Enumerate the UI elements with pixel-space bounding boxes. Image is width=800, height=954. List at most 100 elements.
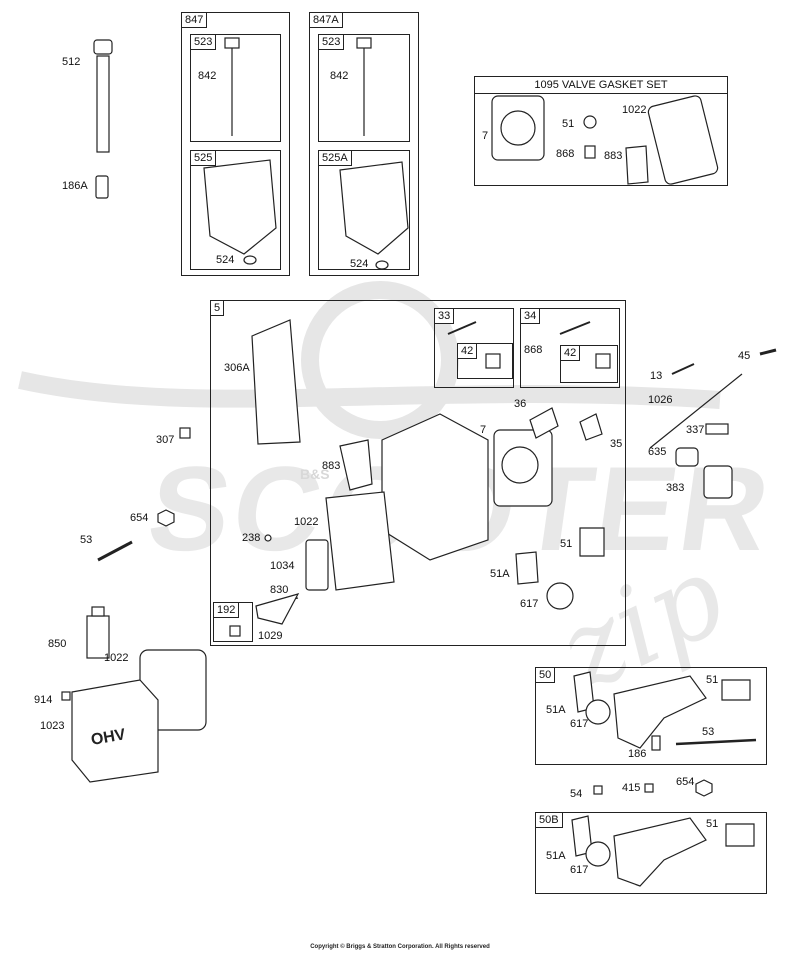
oring-524-shape: [243, 255, 257, 265]
assembly-box-50: 50: [535, 667, 767, 765]
callout-850: 850: [48, 638, 67, 650]
callout-512: 512: [62, 56, 81, 68]
gasket-1022-shape: [647, 95, 719, 185]
callout-45: 45: [738, 350, 751, 362]
spring-36-shape: [529, 407, 559, 439]
pushrod-1026-shape: [649, 373, 743, 449]
assembly-box-34: 34: [520, 308, 620, 388]
callout-415: 415: [622, 782, 641, 794]
assembly-box-5: 5: [210, 300, 626, 646]
callout-51ad: 51A: [546, 850, 566, 862]
callout-gasket-1022: 1022: [622, 104, 647, 116]
callout-617c: 617: [570, 718, 589, 730]
assembly-number: 525A: [318, 150, 352, 166]
assembly-number: 847: [181, 12, 208, 28]
callout-13: 13: [650, 370, 663, 382]
part-383-shape: [703, 465, 733, 499]
oring-617b-shape: [546, 582, 574, 610]
gasket-883-shape: [625, 145, 649, 185]
keeper-42b-shape: [595, 353, 611, 369]
assembly-number: 34: [520, 308, 541, 324]
callout-842b: 842: [330, 70, 349, 82]
seal-51b-shape: [579, 527, 605, 557]
callout-635: 635: [648, 446, 667, 458]
stud-13-shape: [671, 363, 695, 375]
watermark-ring-shape: [301, 281, 459, 439]
callout-1022b: 1022: [294, 516, 319, 528]
callout-830: 830: [270, 584, 289, 596]
callout-524a: 524: [216, 254, 235, 266]
callout-7b: 7: [480, 424, 487, 436]
dipstick-cap-shape: [93, 39, 113, 55]
gasket-set-title: 1095 VALVE GASKET SET: [475, 77, 727, 94]
assembly-number: 50B: [535, 812, 563, 828]
valve-cover-shape: [71, 679, 159, 783]
callout-186a: 186A: [62, 180, 88, 192]
keeper-42a-shape: [485, 353, 501, 369]
spring-35-shape: [579, 413, 603, 441]
gasket-1029-shape: [255, 593, 300, 625]
cover-logo-text: OHV: [90, 726, 127, 749]
valve-33-shape: [447, 321, 477, 335]
assembly-box-523: 523: [190, 34, 281, 142]
callout-54: 54: [570, 788, 583, 800]
gasket-51d-shape: [725, 823, 755, 847]
callout-1023: 1023: [40, 720, 65, 732]
sealant-cap-shape: [91, 606, 105, 617]
assembly-number: 33: [434, 308, 455, 324]
callout-51b: 51: [560, 538, 573, 550]
assembly-box-33: 33: [434, 308, 514, 388]
callout-gasket-7: 7: [482, 130, 489, 142]
assembly-number: 5: [210, 300, 225, 316]
callout-842a: 842: [198, 70, 217, 82]
callout-307: 307: [156, 434, 175, 446]
head-gasket-b-bore-shape: [501, 446, 539, 484]
callout-914: 914: [34, 694, 53, 706]
nut-654-shape: [157, 509, 175, 527]
tube-525a-shape: [339, 161, 409, 255]
screw-54-shape: [593, 785, 603, 795]
callout-337: 337: [686, 424, 705, 436]
plug-415-shape: [644, 783, 654, 793]
plate-1034-shape: [305, 539, 329, 591]
callout-238: 238: [242, 532, 261, 544]
assembly-number: 42: [457, 343, 478, 359]
callout-51ab: 51A: [490, 568, 510, 580]
callout-53a: 53: [80, 534, 93, 546]
callout-gasket-883: 883: [604, 150, 623, 162]
callout-654a: 654: [130, 512, 149, 524]
callout-617d: 617: [570, 864, 589, 876]
assembly-number: 525: [190, 150, 217, 166]
assembly-box-525: 525: [190, 150, 281, 270]
boot-635-shape: [675, 447, 699, 467]
assembly-box-847a: 847A: [309, 12, 419, 276]
assembly-box-42b: 42: [560, 345, 618, 383]
callout-1026: 1026: [648, 394, 673, 406]
tube-525-shape: [203, 159, 277, 255]
callout-35: 35: [610, 438, 623, 450]
copyright-notice: Copyright © Briggs & Stratton Corporatio…: [310, 944, 490, 950]
head-gasket-bore-shape: [500, 110, 536, 146]
gasket-set-box: 1095 VALVE GASKET SET: [474, 76, 728, 186]
assembly-number: 192: [213, 602, 240, 618]
callout-1034: 1034: [270, 560, 295, 572]
seal-51-shape: [583, 115, 597, 129]
intake-50b-shape: [613, 817, 707, 887]
nut-654b-shape: [695, 779, 713, 797]
fitting-186-shape: [651, 735, 661, 751]
assembly-number: 847A: [309, 12, 343, 28]
callout-1029: 1029: [258, 630, 283, 642]
seal-868-shape: [584, 145, 596, 159]
callout-868b: 868: [524, 344, 543, 356]
gasket-51ab-shape: [515, 551, 539, 585]
assembly-box-192: 192: [213, 602, 253, 642]
callout-51c: 51: [706, 674, 719, 686]
callout-383: 383: [666, 482, 685, 494]
assembly-box-847: 847: [181, 12, 290, 276]
shroud-306a-shape: [251, 319, 301, 445]
grommet-186a-shape: [95, 175, 109, 199]
callout-883b: 883: [322, 460, 341, 472]
assembly-number: 523: [318, 34, 345, 50]
oring-617d-shape: [585, 841, 611, 867]
